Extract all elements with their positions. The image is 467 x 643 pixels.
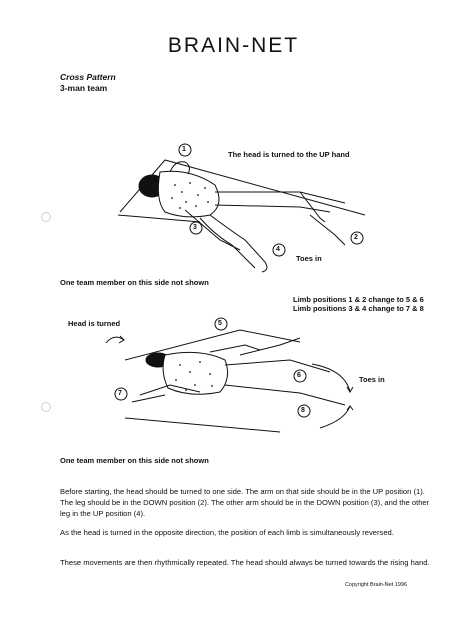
punch-hole-top — [41, 212, 51, 222]
head-is-turned-label: Head is turned — [68, 319, 121, 328]
marker-5: 5 — [218, 320, 222, 327]
figure-2-number-markers — [114, 317, 311, 418]
marker-4: 4 — [276, 246, 280, 253]
copyright-notice: Copyright Brain-Net 1996 — [344, 582, 407, 588]
instruction-paragraph-3: These movements are then rhythmically re… — [60, 558, 430, 567]
page-title: BRAIN-NET — [167, 34, 300, 57]
limb-positions-line-2: Limb positions 3 & 4 change to 7 & 8 — [293, 304, 424, 313]
pattern-name: Cross Pattern — [60, 72, 116, 82]
marker-1: 1 — [182, 146, 186, 153]
figure-1-number-markers — [178, 143, 364, 257]
toes-in-label-1: Toes in — [296, 254, 322, 263]
punch-hole-bottom — [41, 402, 51, 412]
marker-6: 6 — [297, 372, 301, 379]
marker-7: 7 — [118, 390, 122, 397]
head-turned-up-hand-label: The head is turned to the UP hand — [228, 150, 350, 159]
instruction-paragraph-2: As the head is turned in the opposite di… — [60, 528, 394, 537]
marker-3: 3 — [193, 224, 197, 231]
marker-8: 8 — [301, 407, 305, 414]
figure-1-note: One team member on this side not shown — [60, 278, 209, 287]
figure-2-note: One team member on this side not shown — [60, 456, 209, 465]
team-size: 3-man team — [60, 83, 108, 93]
limb-positions-line-1: Limb positions 1 & 2 change to 5 & 6 — [293, 295, 424, 304]
instruction-paragraph-1: Before starting, the head should be turn… — [60, 487, 430, 518]
toes-in-label-2: Toes in — [359, 375, 385, 384]
marker-2: 2 — [354, 234, 358, 241]
